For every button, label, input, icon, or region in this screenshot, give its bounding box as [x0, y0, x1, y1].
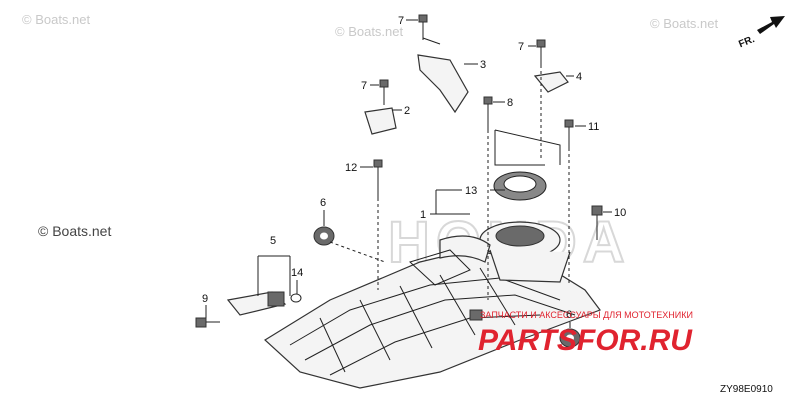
bolt-11	[564, 119, 574, 148]
callout-7b: 7	[518, 41, 524, 53]
callout-10: 10	[614, 207, 626, 219]
bolt-7c	[379, 79, 389, 105]
watermark-top-left: © Boats.net	[22, 12, 91, 27]
callout-5: 5	[270, 235, 276, 247]
callout-13: 13	[465, 185, 477, 197]
diagram-code: ZY98E0910	[720, 384, 773, 395]
callout-7c: 7	[361, 80, 367, 92]
shop-tagline: ЗАПЧАСТИ И АКСЕССУАРЫ ДЛЯ МОТОТЕХНИКИ	[480, 310, 693, 320]
callout-14: 14	[291, 267, 303, 279]
bolt-9	[195, 317, 220, 328]
bolt-8	[483, 96, 493, 130]
front-label: FR.	[737, 34, 756, 50]
shop-brand-logo: PARTSFOR.RU	[478, 324, 693, 357]
bolt-10	[591, 205, 603, 240]
callout-9: 9	[202, 293, 208, 305]
callout-12: 12	[345, 162, 357, 174]
callout-8: 8	[507, 97, 513, 109]
bolt-7a	[418, 14, 428, 40]
callout-3: 3	[480, 59, 486, 71]
throttle-body-seal-assembly	[409, 221, 571, 286]
watermark-top-mid: © Boats.net	[335, 24, 404, 39]
callout-7a: 7	[398, 15, 404, 27]
watermark-left: © Boats.net	[38, 223, 111, 239]
callout-6b: 6	[566, 309, 572, 321]
housing-mount-tab	[469, 309, 483, 321]
bolt-7b	[536, 39, 546, 65]
watermark-top-right: © Boats.net	[650, 16, 719, 31]
bracket-3	[417, 54, 469, 114]
intake-manifold-housing	[264, 249, 601, 389]
callout-6a: 6	[320, 197, 326, 209]
bracket-2	[364, 107, 397, 135]
callout-11: 11	[588, 121, 599, 133]
callout-1: 1	[420, 209, 426, 221]
grommet-6b	[559, 328, 581, 348]
gasket-ring	[493, 171, 547, 201]
bracket-4	[533, 71, 569, 93]
front-arrow-icon	[757, 16, 785, 34]
callout-4: 4	[576, 71, 582, 83]
bolt-12	[373, 159, 383, 198]
sensor-assembly-5	[226, 291, 302, 316]
grommet-6a	[313, 226, 335, 246]
front-direction-indicator: FR.	[737, 16, 785, 50]
callout-2: 2	[404, 105, 410, 117]
